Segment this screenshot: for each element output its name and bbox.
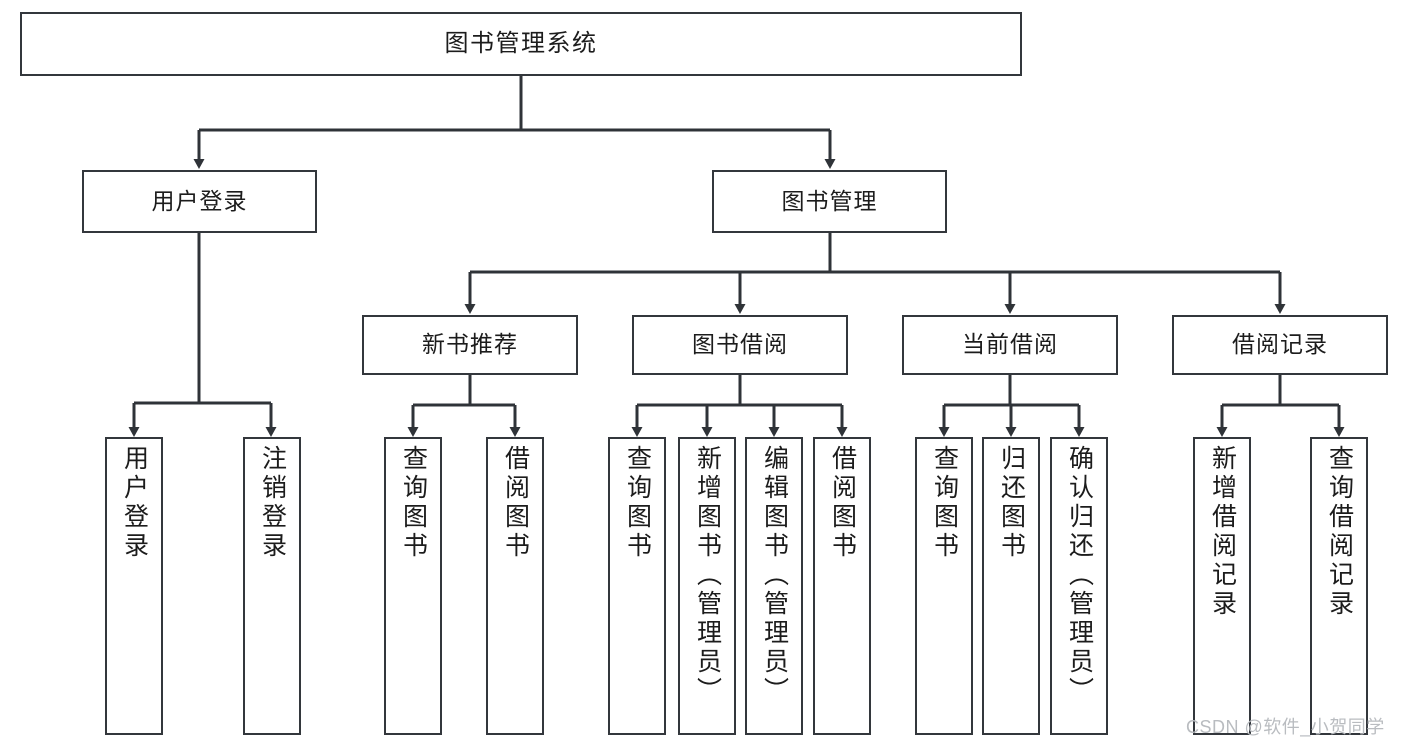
leaf-query-book-1[interactable]: 查询图书: [384, 437, 442, 735]
leaf-user-login[interactable]: 用户登录: [105, 437, 163, 735]
node-label: 用户登录: [120, 445, 149, 561]
node-label: 新增图书（管理员）: [693, 445, 722, 706]
leaf-return-book[interactable]: 归还图书: [982, 437, 1040, 735]
leaf-edit-book-admin[interactable]: 编辑图书（管理员）: [745, 437, 803, 735]
node-label: 查询借阅记录: [1325, 445, 1354, 619]
node-label: 新书推荐: [422, 331, 518, 358]
leaf-borrow-book-1[interactable]: 借阅图书: [486, 437, 544, 735]
node-label: 当前借阅: [962, 331, 1058, 358]
node-label: 借阅图书: [828, 445, 857, 561]
node-label: 注销登录: [258, 445, 287, 561]
node-book-borrow[interactable]: 图书借阅: [632, 315, 848, 375]
node-label: 查询图书: [930, 445, 959, 561]
node-borrow-record[interactable]: 借阅记录: [1172, 315, 1388, 375]
node-book-management[interactable]: 图书管理: [712, 170, 947, 233]
leaf-borrow-book-2[interactable]: 借阅图书: [813, 437, 871, 735]
node-label: 图书管理: [781, 187, 878, 214]
leaf-query-book-2[interactable]: 查询图书: [608, 437, 666, 735]
node-label: 借阅图书: [501, 445, 530, 561]
node-label: 借阅记录: [1232, 331, 1328, 358]
node-label: 用户登录: [151, 187, 248, 214]
leaf-query-book-3[interactable]: 查询图书: [915, 437, 973, 735]
leaf-query-borrow-record[interactable]: 查询借阅记录: [1310, 437, 1368, 735]
node-user-login[interactable]: 用户登录: [82, 170, 317, 233]
leaf-logout-login[interactable]: 注销登录: [243, 437, 301, 735]
node-label: 图书管理系统: [444, 29, 598, 57]
node-label: 图书借阅: [692, 331, 788, 358]
node-label: 查询图书: [623, 445, 652, 561]
watermark-text: CSDN @软件_小贺同学: [1186, 717, 1385, 737]
node-current-borrow[interactable]: 当前借阅: [902, 315, 1118, 375]
node-label: 归还图书: [997, 445, 1026, 561]
node-root-system[interactable]: 图书管理系统: [20, 12, 1022, 76]
node-label: 编辑图书（管理员）: [760, 445, 789, 706]
node-new-book-recommend[interactable]: 新书推荐: [362, 315, 578, 375]
leaf-add-borrow-record[interactable]: 新增借阅记录: [1193, 437, 1251, 735]
leaf-confirm-return-admin[interactable]: 确认归还（管理员）: [1050, 437, 1108, 735]
node-label: 新增借阅记录: [1208, 445, 1237, 619]
node-label: 查询图书: [399, 445, 428, 561]
leaf-add-book-admin[interactable]: 新增图书（管理员）: [678, 437, 736, 735]
node-label: 确认归还（管理员）: [1065, 445, 1094, 706]
